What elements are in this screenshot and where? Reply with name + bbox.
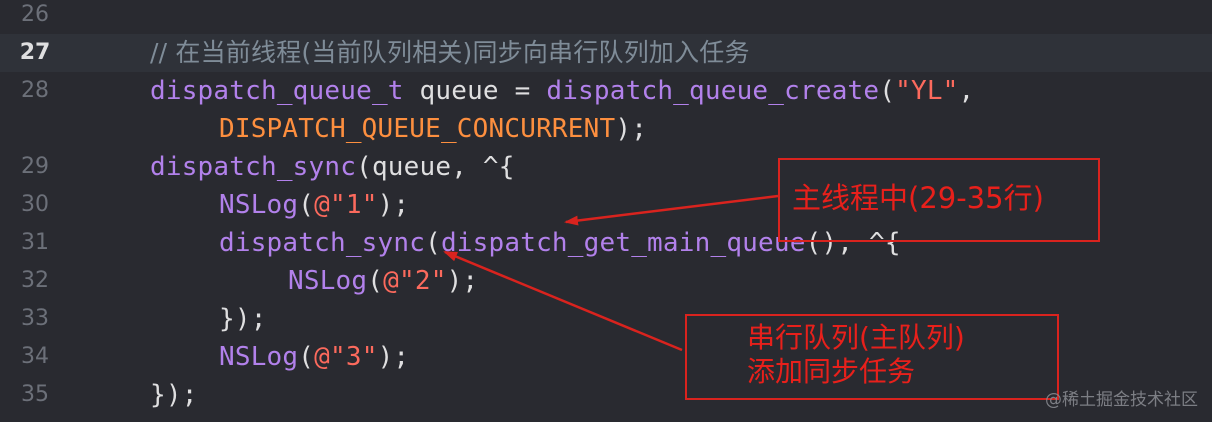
- code-token: NSLog: [219, 342, 299, 372]
- code-token: "YL": [895, 76, 959, 106]
- code-token: dispatch_queue_create: [546, 76, 880, 106]
- code-line[interactable]: 28 dispatch_queue_t queue = dispatch_queu…: [0, 72, 1212, 110]
- code-token: (: [298, 190, 315, 220]
- line-number: 32: [21, 268, 49, 293]
- serial-queue-annotation-box: 串行队列(主队列) 添加同步任务: [685, 314, 1059, 400]
- code-line[interactable]: 30 NSLog(@"1");: [0, 186, 1212, 224]
- serial-queue-annotation-line1: 串行队列(主队列): [747, 321, 965, 354]
- code-text[interactable]: DISPATCH_QUEUE_CONCURRENT);: [219, 110, 647, 148]
- code-token: });: [150, 380, 198, 410]
- code-token: (queue, ^{: [356, 152, 515, 182]
- code-text[interactable]: // 在当前线程(当前队列相关)同步向串行队列加入任务: [150, 34, 750, 72]
- line-number: 29: [21, 154, 49, 179]
- code-text[interactable]: NSLog(@"2");: [288, 262, 478, 300]
- line-number: 30: [21, 192, 49, 217]
- main-thread-annotation-text: 主线程中(29-35行): [792, 181, 1044, 215]
- code-token: @"1": [314, 190, 378, 220]
- line-number: 35: [21, 382, 49, 407]
- code-token: dispatch_queue_t: [150, 76, 404, 106]
- code-line[interactable]: 26: [0, 0, 1212, 34]
- main-thread-annotation-box: 主线程中(29-35行): [778, 158, 1100, 242]
- code-line[interactable]: DISPATCH_QUEUE_CONCURRENT);: [0, 110, 1212, 148]
- code-token: (: [367, 266, 384, 296]
- code-line[interactable]: 35});: [0, 376, 1212, 414]
- code-token: (: [298, 342, 315, 372]
- line-number: 26: [21, 2, 49, 27]
- code-line[interactable]: 29 dispatch_sync(queue, ^{: [0, 148, 1212, 186]
- code-text[interactable]: });: [150, 376, 198, 414]
- line-number: 34: [21, 344, 49, 369]
- serial-queue-annotation-line2: 添加同步任务: [747, 355, 916, 388]
- code-line[interactable]: 34 NSLog(@"3");: [0, 338, 1212, 376]
- code-text[interactable]: dispatch_queue_t queue = dispatch_queue_…: [150, 72, 974, 110]
- code-token: (), ^{: [805, 228, 901, 258]
- line-number: 33: [21, 306, 49, 331]
- code-token: );: [615, 114, 648, 144]
- code-token: dispatch_sync: [219, 228, 426, 258]
- code-token: dispatch_sync: [150, 152, 357, 182]
- code-token: dispatch_get_main_queue: [440, 228, 806, 258]
- code-token: @"2": [383, 266, 447, 296]
- code-token: (: [879, 76, 896, 106]
- code-text[interactable]: });: [219, 300, 267, 338]
- code-token: @"3": [314, 342, 378, 372]
- watermark: @稀土掘金技术社区: [1045, 390, 1198, 410]
- code-token: });: [219, 304, 267, 334]
- code-line[interactable]: 27 // 在当前线程(当前队列相关)同步向串行队列加入任务: [0, 34, 1212, 72]
- code-text[interactable]: NSLog(@"3");: [219, 338, 409, 376]
- code-token: );: [377, 342, 410, 372]
- code-line[interactable]: 33});: [0, 300, 1212, 338]
- code-token: // 在当前线程(当前队列相关)同步向串行队列加入任务: [150, 38, 750, 67]
- code-token: );: [377, 190, 410, 220]
- code-text[interactable]: NSLog(@"1");: [219, 186, 409, 224]
- code-token: NSLog: [288, 266, 368, 296]
- code-token: NSLog: [219, 190, 299, 220]
- code-line[interactable]: 32 NSLog(@"2");: [0, 262, 1212, 300]
- code-token: );: [446, 266, 479, 296]
- code-text[interactable]: dispatch_sync(queue, ^{: [150, 148, 515, 186]
- line-number: 27: [19, 40, 51, 65]
- code-token: DISPATCH_QUEUE_CONCURRENT: [219, 114, 616, 144]
- code-token: (: [425, 228, 441, 258]
- line-number: 28: [21, 78, 49, 103]
- line-number: 31: [21, 230, 49, 255]
- code-token: ,: [958, 76, 975, 106]
- code-token: queue =: [403, 76, 547, 106]
